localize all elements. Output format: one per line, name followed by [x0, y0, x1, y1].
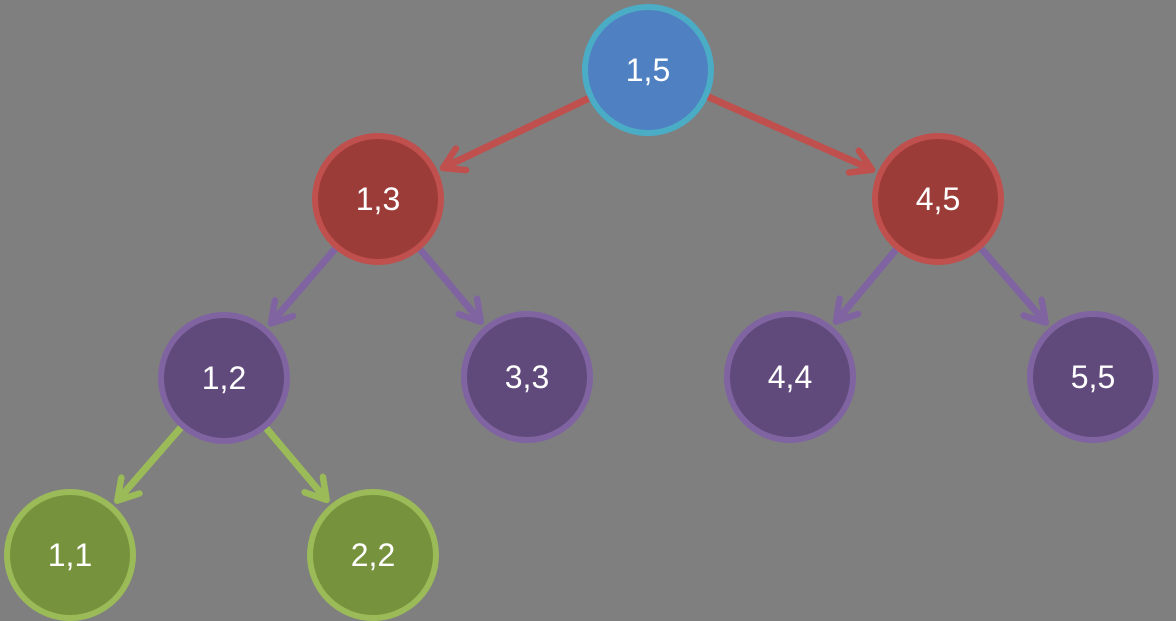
edge-arrow-1,5-to-1,3 [443, 94, 592, 168]
tree-node-1,3: 1,3 [312, 133, 444, 265]
tree-node-1,1: 1,1 [4, 489, 136, 621]
tree-node-circle [158, 312, 290, 444]
tree-node-1,5: 1,5 [582, 4, 714, 136]
tree-node-2,2: 2,2 [307, 489, 439, 621]
tree-node-circle [1027, 311, 1159, 443]
tree-node-4,5: 4,5 [872, 133, 1004, 265]
tree-node-circle [582, 4, 714, 136]
edge-arrow-1,2-to-1,1 [117, 423, 185, 500]
tree-node-3,3: 3,3 [461, 311, 593, 443]
tree-node-circle [461, 311, 593, 443]
edge-arrow-1,5-to-4,5 [705, 92, 872, 170]
tree-node-1,2: 1,2 [158, 312, 290, 444]
tree-node-5,5: 5,5 [1027, 311, 1159, 443]
tree-node-circle [724, 311, 856, 443]
tree-node-circle [4, 489, 136, 621]
edge-arrow-1,3-to-1,2 [271, 245, 339, 324]
edge-arrow-1,3-to-3,3 [416, 245, 481, 322]
tree-node-circle [307, 489, 439, 621]
edge-arrow-4,5-to-5,5 [977, 244, 1046, 322]
edge-arrow-1,2-to-2,2 [262, 424, 326, 500]
tree-node-4,4: 4,4 [724, 311, 856, 443]
tree-node-circle [872, 133, 1004, 265]
edge-arrow-4,5-to-4,4 [836, 245, 900, 321]
tree-node-circle [312, 133, 444, 265]
